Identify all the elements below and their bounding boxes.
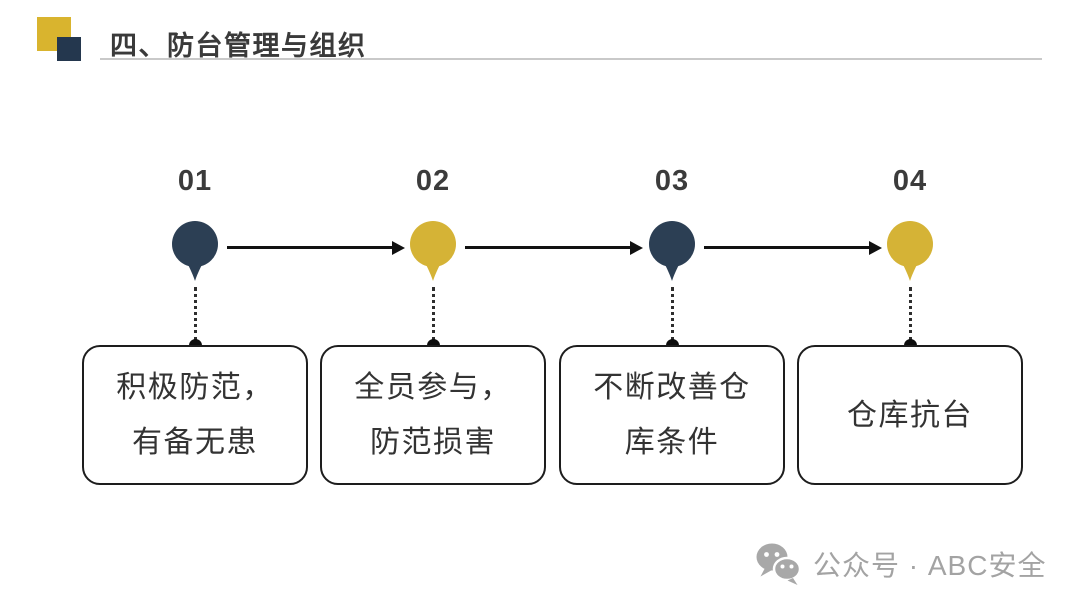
balloon-tail <box>423 259 443 281</box>
dotted-connector-line <box>670 287 674 341</box>
footer-watermark: 公众号 · ABC安全 <box>755 542 1046 586</box>
page-title: 四、防台管理与组织 <box>110 31 367 61</box>
dotted-connector-line <box>193 287 197 341</box>
step-number: 02 <box>415 165 451 197</box>
step-text-line: 仓库抗台 <box>847 398 973 432</box>
step-number: 01 <box>177 165 213 197</box>
step-text-line: 防范损害 <box>370 426 496 459</box>
balloon-tail <box>900 259 920 281</box>
balloon-marker-icon <box>887 221 933 281</box>
dotted-connector-line <box>431 287 435 341</box>
step-box: 全员参与， 防范损害 <box>320 345 546 485</box>
step-text-line: 有备无患 <box>132 426 258 459</box>
step-text-line: 全员参与， <box>354 371 512 404</box>
balloon-marker-icon <box>172 221 218 281</box>
step-number: 03 <box>654 165 690 197</box>
step-box: 仓库抗台 <box>797 345 1023 485</box>
step-column-3: 03 不断改善仓 库条件 <box>552 165 792 495</box>
flow-arrow-icon <box>227 241 405 254</box>
flow-arrow-icon <box>465 241 643 254</box>
dotted-connector-line <box>908 287 912 341</box>
balloon-circle <box>649 221 695 267</box>
balloon-circle <box>172 221 218 267</box>
balloon-tail <box>185 259 205 281</box>
step-text-line: 库条件 <box>624 426 720 459</box>
wechat-icon <box>756 543 802 585</box>
footer-label: 公众号 · ABC安全 <box>813 550 1047 581</box>
step-text-line: 不断改善仓 <box>593 371 751 404</box>
balloon-marker-icon <box>649 221 695 281</box>
balloon-marker-icon <box>410 221 456 281</box>
balloon-circle <box>887 221 933 267</box>
balloon-circle <box>410 221 456 267</box>
balloon-tail <box>662 259 682 281</box>
header-mark-navy-square <box>57 37 81 61</box>
header-underline <box>100 58 1042 60</box>
step-text-line: 积极防范， <box>116 371 274 404</box>
step-column-1: 01 积极防范， 有备无患 <box>75 165 315 495</box>
flow-arrow-icon <box>704 241 882 254</box>
step-box: 不断改善仓 库条件 <box>559 345 785 485</box>
step-box: 积极防范， 有备无患 <box>82 345 308 485</box>
step-column-2: 02 全员参与， 防范损害 <box>313 165 553 495</box>
step-number: 04 <box>892 165 928 197</box>
step-column-4: 04 仓库抗台 <box>790 165 1030 495</box>
